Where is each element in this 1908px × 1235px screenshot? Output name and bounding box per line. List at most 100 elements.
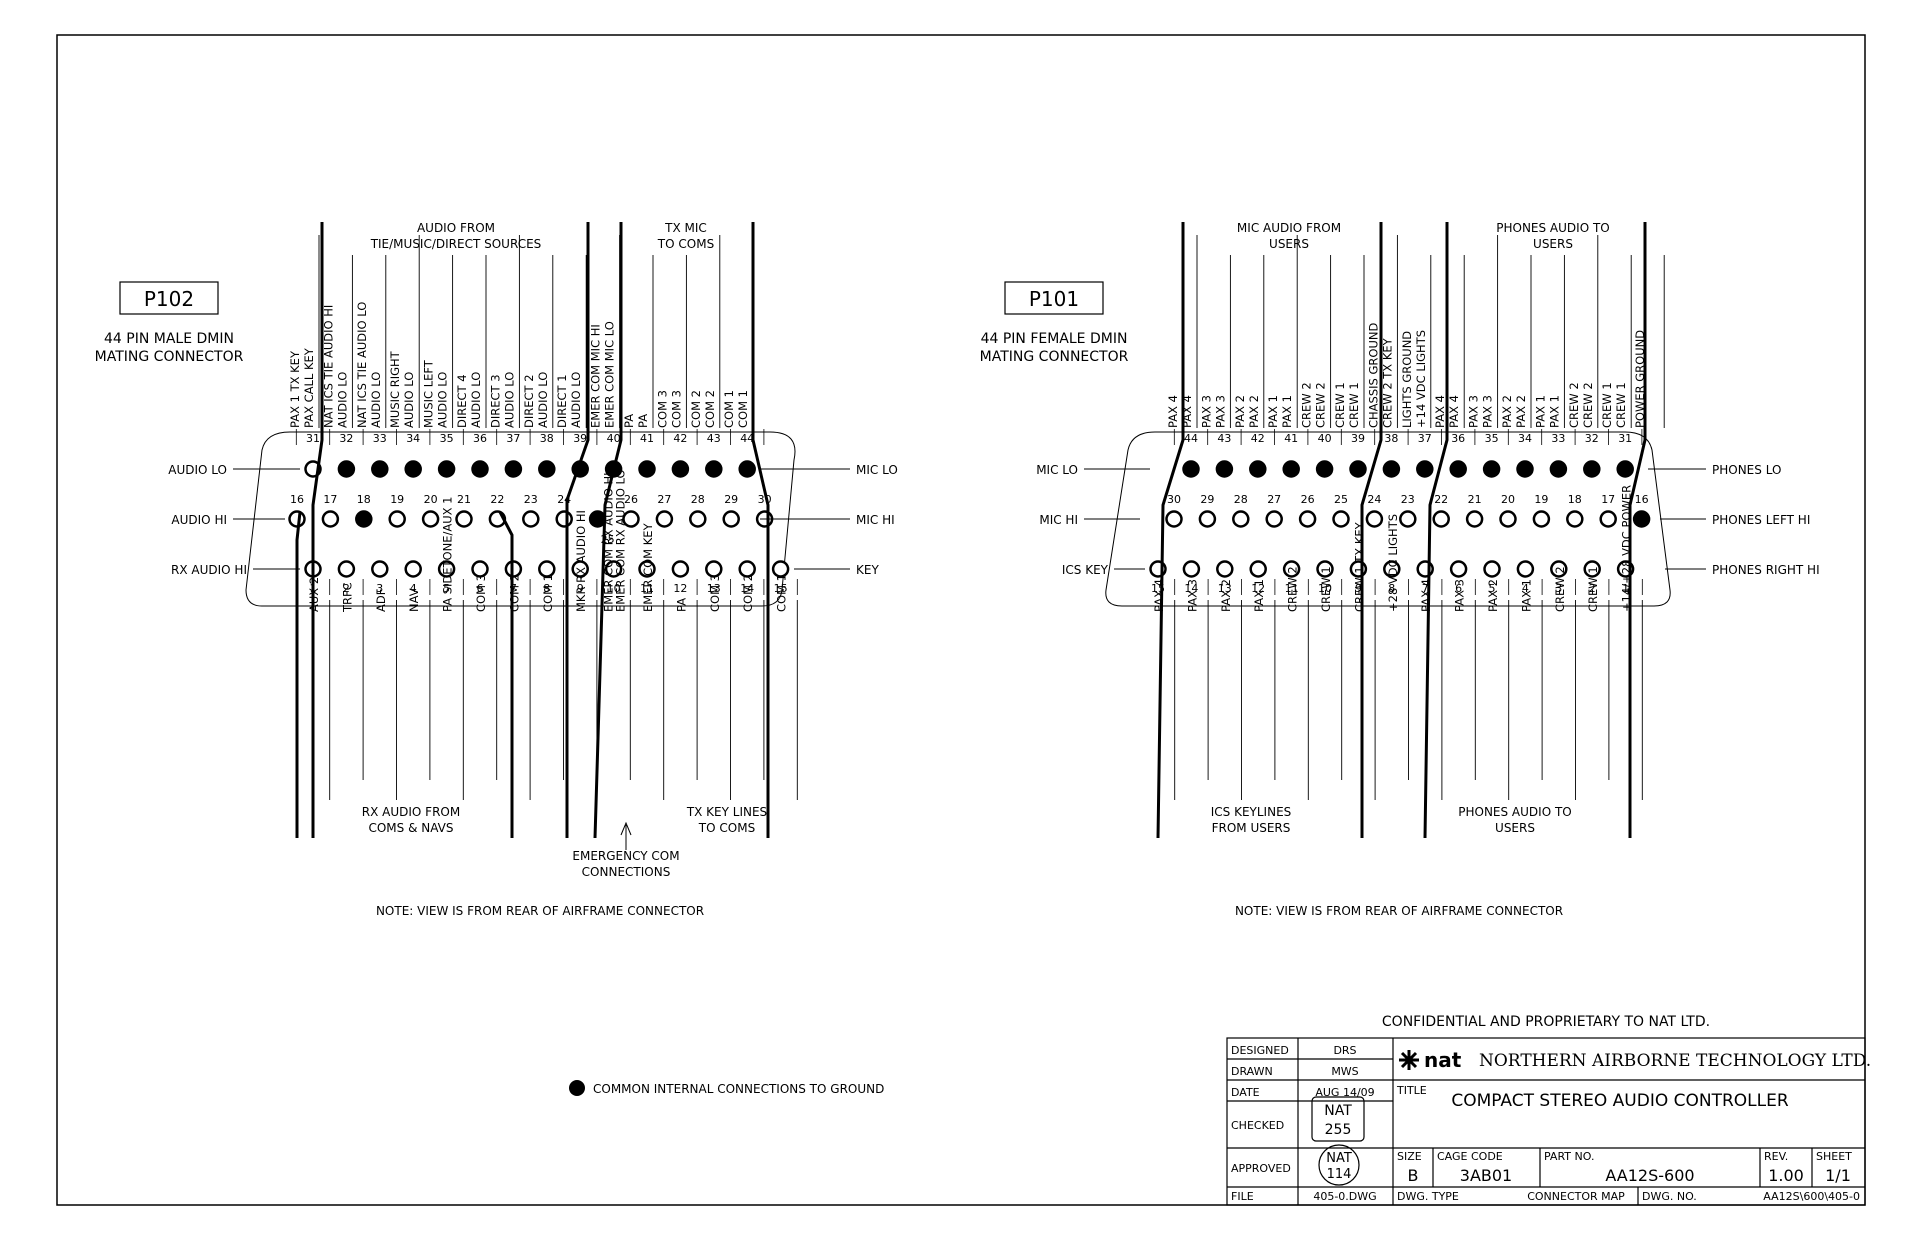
- pin-number-12: 12: [673, 582, 687, 595]
- pin-44: [1182, 460, 1200, 478]
- bus-line-1: [1360, 222, 1383, 838]
- top-label-6-b: AUDIO LO: [502, 372, 516, 428]
- bottom-label-3-0: NAV: [407, 588, 421, 612]
- pin-4: [404, 560, 422, 578]
- pin-number-40: 40: [607, 432, 621, 445]
- p102-group-audio-1: AUDIO FROM: [417, 221, 495, 235]
- p101-group-phones-1: PHONES AUDIO TO: [1496, 221, 1610, 235]
- pin-41: [638, 460, 656, 478]
- pin-number-4: 4: [1522, 582, 1529, 595]
- pin-number-15: 15: [774, 582, 788, 595]
- pin-number-19: 19: [1534, 493, 1548, 506]
- p101-desc-2: MATING CONNECTOR: [980, 349, 1129, 365]
- pin-number-25: 25: [1334, 493, 1348, 506]
- side-right-label-2: KEY: [856, 563, 879, 577]
- bus-line-3: [751, 222, 770, 838]
- pin-35: [1482, 460, 1501, 478]
- pin-14: [1182, 560, 1201, 578]
- pin-number-42: 42: [673, 432, 687, 445]
- top-label-5-a: CREW 1: [1333, 382, 1347, 428]
- pin-number-27: 27: [657, 493, 671, 506]
- drawing-border: [56, 34, 1866, 1206]
- file-label: FILE: [1231, 1190, 1254, 1203]
- p101-ref-box: [1004, 281, 1104, 315]
- pin-number-17: 17: [1601, 493, 1615, 506]
- pin-number-38: 38: [1384, 432, 1398, 445]
- side-right-label-0: MIC LO: [856, 463, 898, 477]
- title-block-text: CONFIDENTIAL AND PROPRIETARY TO NAT LTD.…: [1231, 1014, 1871, 1203]
- top-label-4-a: MUSIC LEFT: [422, 359, 436, 428]
- checked-stamp-1: NAT: [1324, 1103, 1352, 1119]
- top-label-5-b: AUDIO LO: [469, 372, 483, 428]
- pin-16: [288, 510, 306, 528]
- bottom-label-12-0: COM 3: [708, 574, 722, 612]
- pin-6: [1449, 560, 1468, 578]
- pin-number-11: 11: [1285, 582, 1299, 595]
- pin-16: [1632, 510, 1651, 528]
- top-label-10-a: PA: [622, 414, 636, 428]
- pin-number-42: 42: [1251, 432, 1265, 445]
- bottom-label-5-0: COM 3: [474, 574, 488, 612]
- side-left-label-1: MIC HI: [1039, 513, 1078, 527]
- bus-line-4: [295, 511, 302, 838]
- pin-number-29: 29: [724, 493, 738, 506]
- p102-ref: P102: [144, 287, 194, 311]
- bottom-label-4-0: PA SIDETONE/AUX 1: [441, 497, 455, 613]
- top-label-0-a: PAX 1 TX KEY: [288, 350, 302, 428]
- ground-legend-text: COMMON INTERNAL CONNECTIONS TO GROUND: [593, 1082, 884, 1096]
- emergency-arrow: [620, 821, 632, 850]
- top-label-0-a: PAX 4: [1166, 395, 1180, 428]
- p101-note: NOTE: VIEW IS FROM REAR OF AIRFRAME CONN…: [1235, 904, 1563, 918]
- file-value: 405-0.DWG: [1313, 1190, 1376, 1203]
- pin-number-39: 39: [1351, 432, 1365, 445]
- pin-number-31: 31: [1618, 432, 1632, 445]
- pin-9: [571, 560, 589, 578]
- pin-number-7: 7: [1422, 582, 1429, 595]
- pin-number-30: 30: [1167, 493, 1181, 506]
- pin-23: [522, 510, 540, 528]
- top-label-10-b: PAX 2: [1514, 395, 1528, 428]
- bottom-label-10-0: EMER COM KEY: [641, 522, 655, 612]
- bottom-label-6-0: COM 2: [507, 574, 521, 612]
- pin-number-32: 32: [339, 432, 353, 445]
- pin-number-20: 20: [1501, 493, 1515, 506]
- pin-number-43: 43: [707, 432, 721, 445]
- bottom-label-2-0: ADF: [374, 589, 388, 612]
- p102-ref-box: [119, 281, 219, 315]
- top-label-11-b: COM 3: [669, 390, 683, 428]
- top-label-4-b: AUDIO LO: [436, 372, 450, 428]
- top-label-6-b: CREW 2 TX KEY: [1380, 337, 1394, 428]
- left-shell: [245, 431, 796, 607]
- size-value: B: [1408, 1166, 1419, 1185]
- pin-number-8: 8: [1388, 582, 1395, 595]
- pin-number-6: 6: [1455, 582, 1462, 595]
- sheet-label: SHEET: [1816, 1150, 1852, 1163]
- pin-32: [1583, 460, 1601, 478]
- top-label-1-a: NAT ICS TIE AUDIO HI: [321, 305, 335, 428]
- pin-26: [1298, 510, 1317, 528]
- pin-18: [355, 510, 373, 528]
- p101-group-mic-1: MIC AUDIO FROM: [1237, 221, 1341, 235]
- pin-number-37: 37: [1418, 432, 1432, 445]
- pin-number-19: 19: [390, 493, 404, 506]
- pin-number-39: 39: [573, 432, 587, 445]
- ground-legend-dot: [569, 1080, 585, 1096]
- bottom-label-14-0: COM 1: [775, 574, 789, 612]
- bottom-label-9-1: EMER COM RX AUDIO LO: [614, 469, 628, 612]
- pin-8: [1383, 560, 1401, 578]
- pin-6: [471, 560, 489, 578]
- top-label-6-a: DIRECT 3: [488, 374, 502, 428]
- top-label-11-a: COM 3: [655, 390, 669, 428]
- approved-stamp-2: 114: [1327, 1167, 1352, 1182]
- bottom-label-10-0: PAX 2: [1486, 579, 1500, 612]
- pin-19: [388, 510, 406, 528]
- top-label-10-a: PAX 2: [1500, 395, 1514, 428]
- rev-label: REV.: [1764, 1150, 1788, 1163]
- p101-group-phbot-2: USERS: [1495, 821, 1535, 835]
- top-label-7-a: LIGHTS GROUND: [1400, 331, 1414, 428]
- top-label-12-a: COM 2: [689, 390, 703, 428]
- title-block: [1226, 1037, 1866, 1206]
- bottom-label-1-0: TRFC: [340, 582, 354, 613]
- side-right-label-2: PHONES RIGHT HI: [1712, 563, 1820, 577]
- top-label-10-b: PA: [636, 414, 650, 428]
